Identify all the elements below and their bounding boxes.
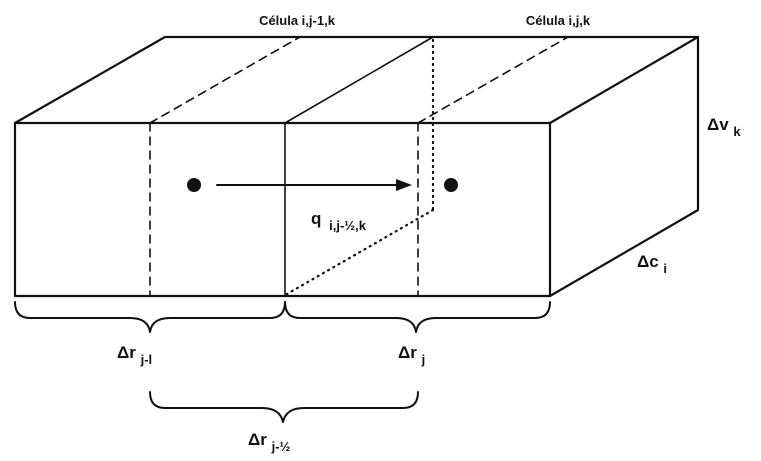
brace-dr-left <box>14 301 286 333</box>
dr-half-main: Δr <box>248 430 267 449</box>
dr-left-label: Δr j-l <box>117 343 152 367</box>
hidden-interface-diagonal <box>285 208 435 296</box>
node-right-cell <box>444 178 458 192</box>
dr-half-label: Δr j-½ <box>248 430 291 454</box>
dv-subscript: k <box>733 124 741 139</box>
flux-subscript: i,j-½,k <box>329 218 367 233</box>
flux-label: q i,j-½,k <box>311 209 367 233</box>
cell-left-label: Célula i,j-1,k <box>259 13 336 28</box>
dr-right-label: Δr j <box>398 343 425 367</box>
cell-center-left-top <box>149 36 301 124</box>
flux-main: q <box>311 209 321 228</box>
dv-label: Δv k <box>707 115 741 139</box>
flux-arrowhead <box>396 179 412 191</box>
dr-right-subscript: j <box>421 352 426 367</box>
dr-right-main: Δr <box>398 343 417 362</box>
dr-left-subscript: j-l <box>140 352 153 367</box>
brace-dr-right <box>284 301 551 333</box>
cell-right-label: Célula i,j,k <box>526 13 591 28</box>
dc-subscript: i <box>663 261 667 276</box>
block-front-face <box>13 121 552 298</box>
dv-main: Δv <box>707 115 729 134</box>
block-right-face <box>548 35 700 298</box>
cell-center-right-top <box>417 36 569 124</box>
dc-label: Δc i <box>637 252 667 276</box>
dc-main: Δc <box>637 252 659 271</box>
dr-left-main: Δr <box>117 343 136 362</box>
brace-dr-half <box>149 391 419 423</box>
cell-boundary-top <box>284 36 434 124</box>
block-top-face <box>13 35 700 125</box>
dr-half-subscript: j-½ <box>271 439 291 454</box>
node-left-cell <box>187 178 201 192</box>
